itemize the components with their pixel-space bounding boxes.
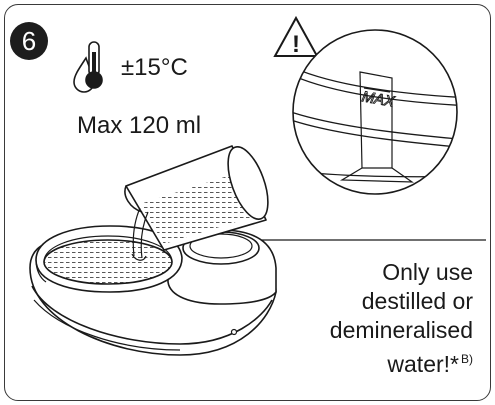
instruction-card xyxy=(4,4,491,401)
max-label: MAX xyxy=(361,88,397,111)
note-line: water!*B) xyxy=(223,345,473,379)
step-number-badge: 6 xyxy=(10,22,48,60)
warning-mark: ! xyxy=(292,31,300,58)
footnote-marker: B) xyxy=(461,352,473,366)
warning-triangle-icon: ! xyxy=(273,15,319,58)
water-note: Only use destilled or demineralised wate… xyxy=(223,258,473,379)
note-line: Only use xyxy=(382,259,473,285)
note-line: destilled or xyxy=(361,288,473,314)
max-capacity: Max 120 ml xyxy=(77,112,202,139)
temperature-tolerance: ±15°C xyxy=(121,54,188,81)
measuring-cup-icon xyxy=(124,145,269,261)
note-line-text: water!* xyxy=(387,351,459,377)
thermometer-drop-icon xyxy=(73,41,103,93)
note-line: demineralised xyxy=(329,317,473,343)
